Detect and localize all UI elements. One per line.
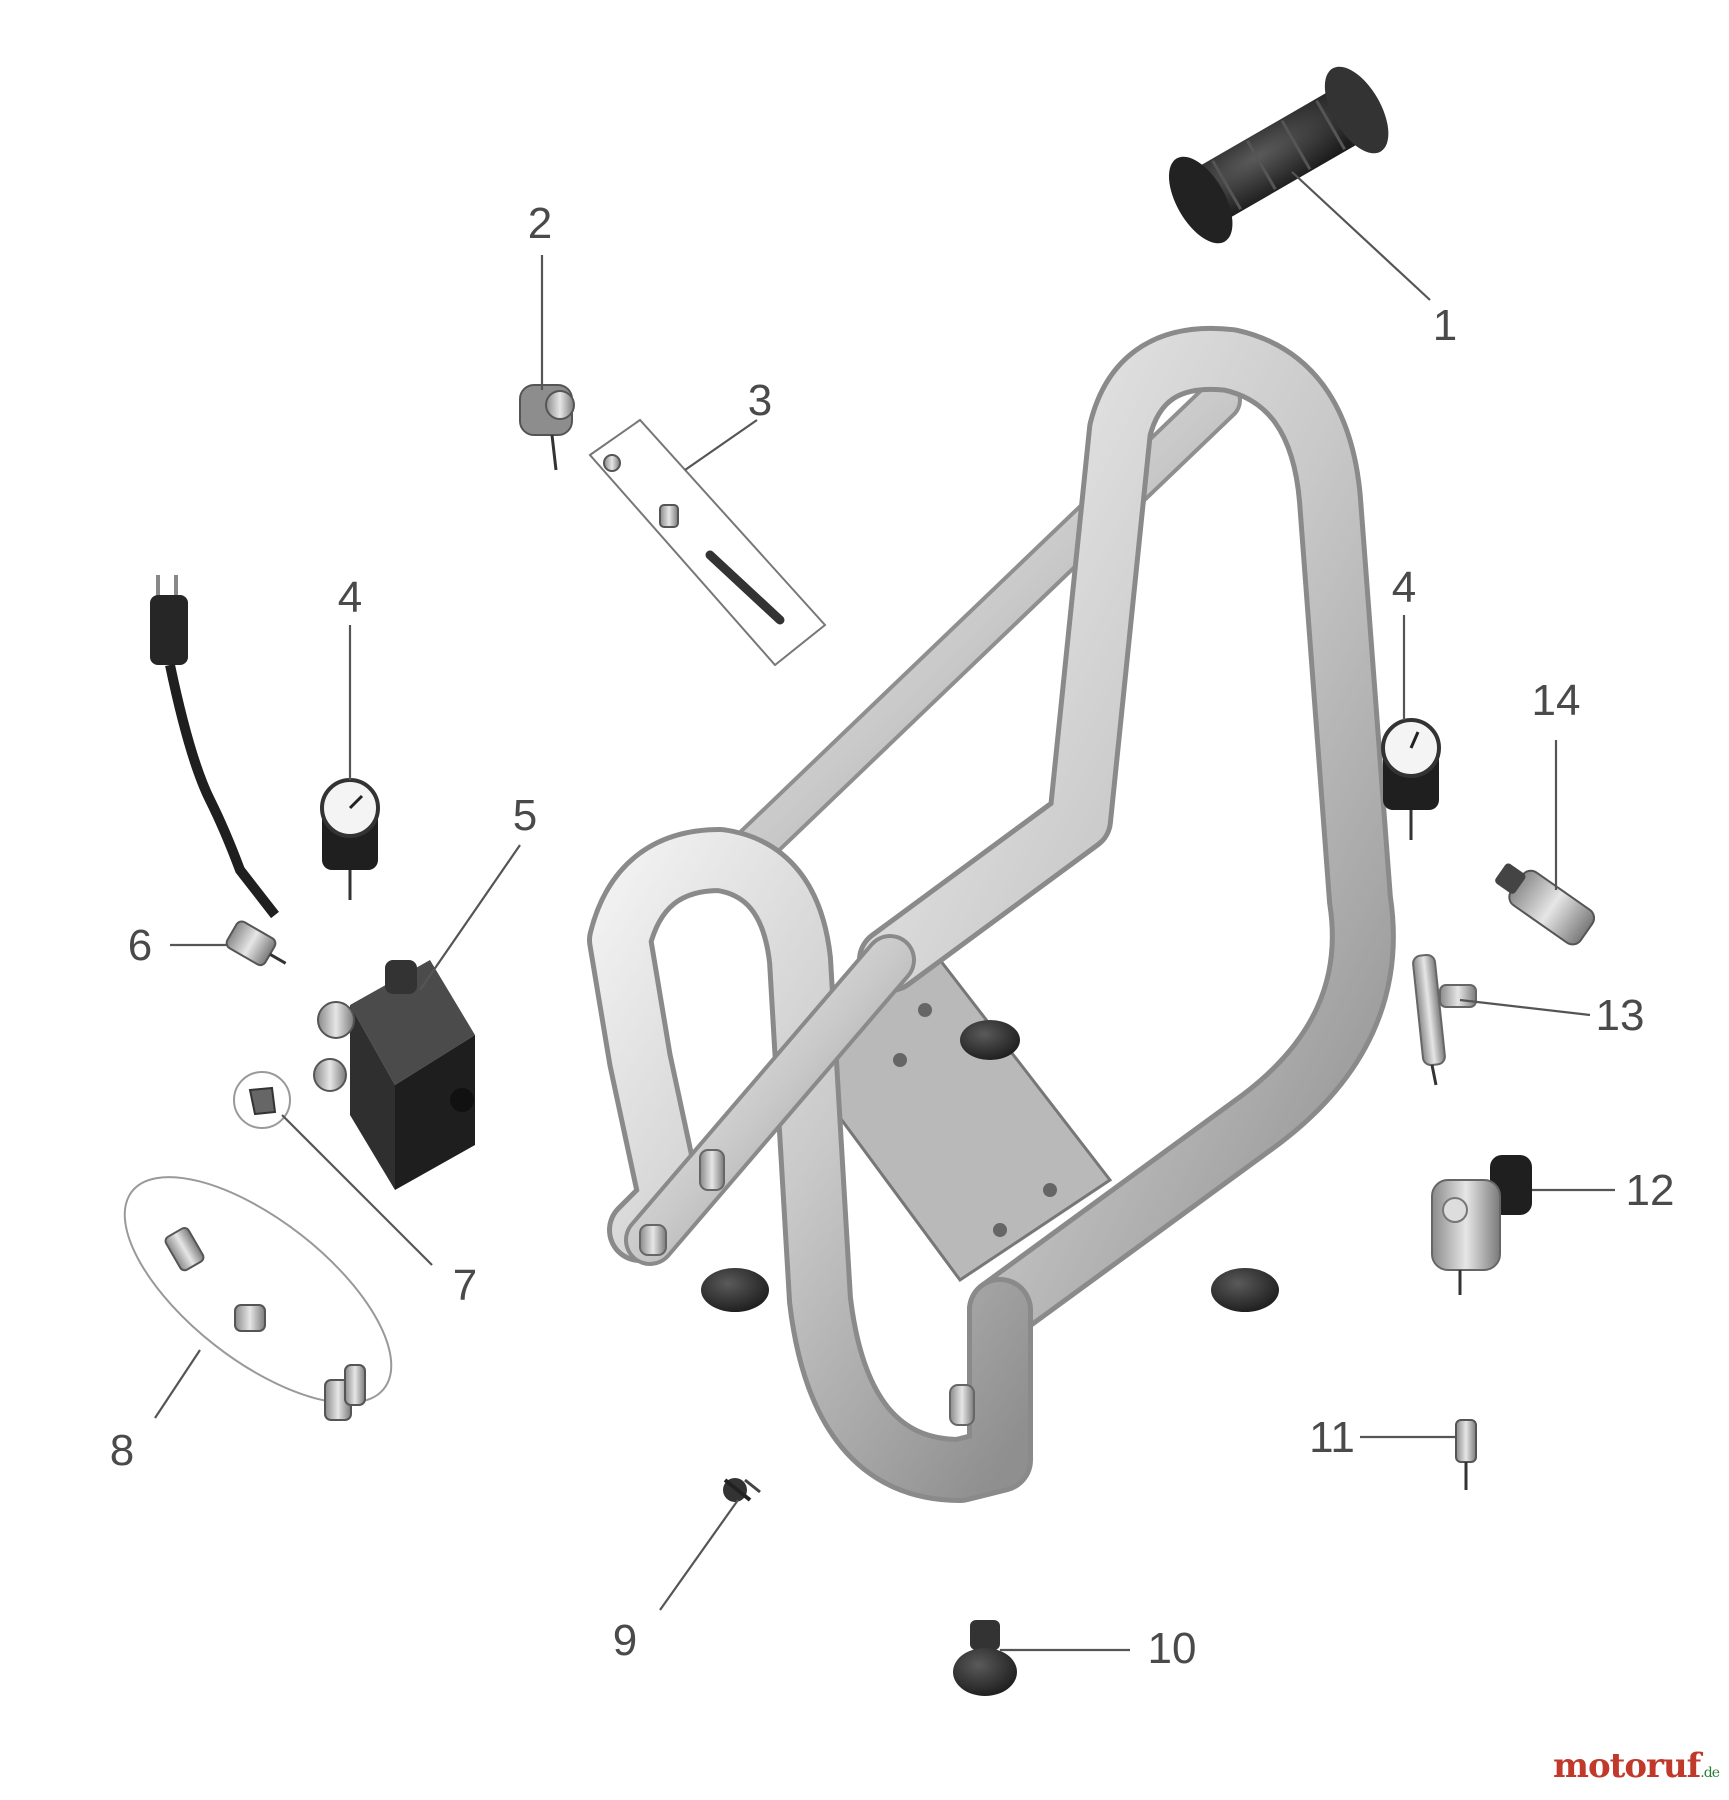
leader-lines <box>154 171 1615 1652</box>
pressure-gauge-left-part <box>320 778 380 900</box>
label-part-4-right: 4 <box>1392 563 1416 612</box>
plug-connector-part <box>225 920 287 967</box>
pressure-switch-part <box>313 960 475 1190</box>
quick-coupler-part <box>1495 863 1596 946</box>
label-part-1: 1 <box>1433 301 1457 350</box>
label-part-11: 11 <box>1309 1413 1355 1462</box>
label-part-5: 5 <box>513 791 537 840</box>
label-part-6: 6 <box>128 921 152 970</box>
part-labels: 1 2 3 4 4 5 6 7 8 9 10 11 12 13 14 <box>110 199 1675 1673</box>
label-part-9: 9 <box>613 1616 637 1665</box>
label-part-14: 14 <box>1532 676 1581 725</box>
label-part-2: 2 <box>528 199 552 248</box>
fitting-kit-part <box>588 418 827 667</box>
regulator-part <box>1431 1155 1532 1295</box>
label-part-12: 12 <box>1626 1166 1675 1215</box>
power-cable-part <box>150 575 279 919</box>
small-cap-part <box>233 1071 291 1129</box>
label-part-7: 7 <box>453 1261 477 1310</box>
tube-frame <box>587 325 1396 1503</box>
tee-fitting-part <box>1412 953 1477 1086</box>
label-part-4-left: 4 <box>338 573 362 622</box>
valve-fitting-part <box>519 384 575 471</box>
watermark-logo: motoruf.de <box>1553 1746 1720 1786</box>
label-part-13: 13 <box>1596 991 1645 1040</box>
label-part-3: 3 <box>748 376 772 425</box>
rubber-foot-part <box>953 1620 1017 1696</box>
watermark-text: motoruf <box>1553 1746 1701 1786</box>
nipple-part <box>1455 1419 1477 1490</box>
pressure-gauge-right-part <box>1381 718 1441 840</box>
label-part-8: 8 <box>110 1426 134 1475</box>
handle-grip-part <box>1168 66 1389 244</box>
fitting-set-part <box>123 1176 393 1421</box>
watermark-suffix: .de <box>1700 1765 1720 1781</box>
label-part-10: 10 <box>1148 1624 1197 1673</box>
screw-clip-part <box>723 1478 761 1502</box>
